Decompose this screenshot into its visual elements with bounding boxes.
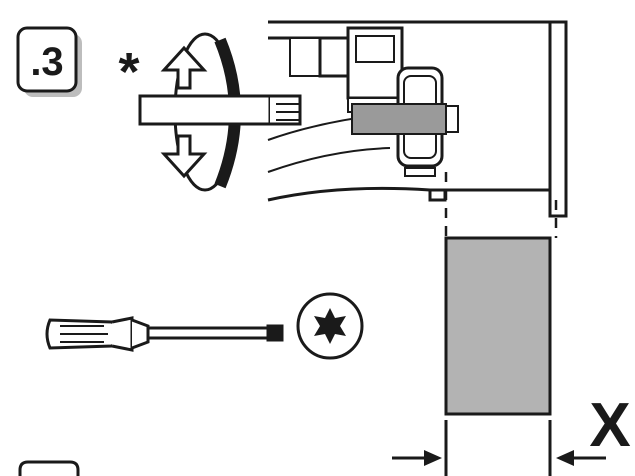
guide-lines: [444, 172, 558, 238]
torx-bit-icon: [138, 94, 302, 126]
torque-asterisk: *: [118, 42, 139, 102]
dimension-lines: [392, 420, 606, 476]
bracket-assembly: [267, 20, 568, 218]
step-badge: .3: [16, 26, 82, 97]
screwdriver-icon: [45, 316, 284, 352]
step-number: .3: [30, 40, 63, 84]
panel: [444, 236, 552, 416]
next-step-badge: [18, 460, 80, 476]
torx-star-icon: [296, 292, 364, 360]
dimension-label: X: [589, 391, 630, 460]
